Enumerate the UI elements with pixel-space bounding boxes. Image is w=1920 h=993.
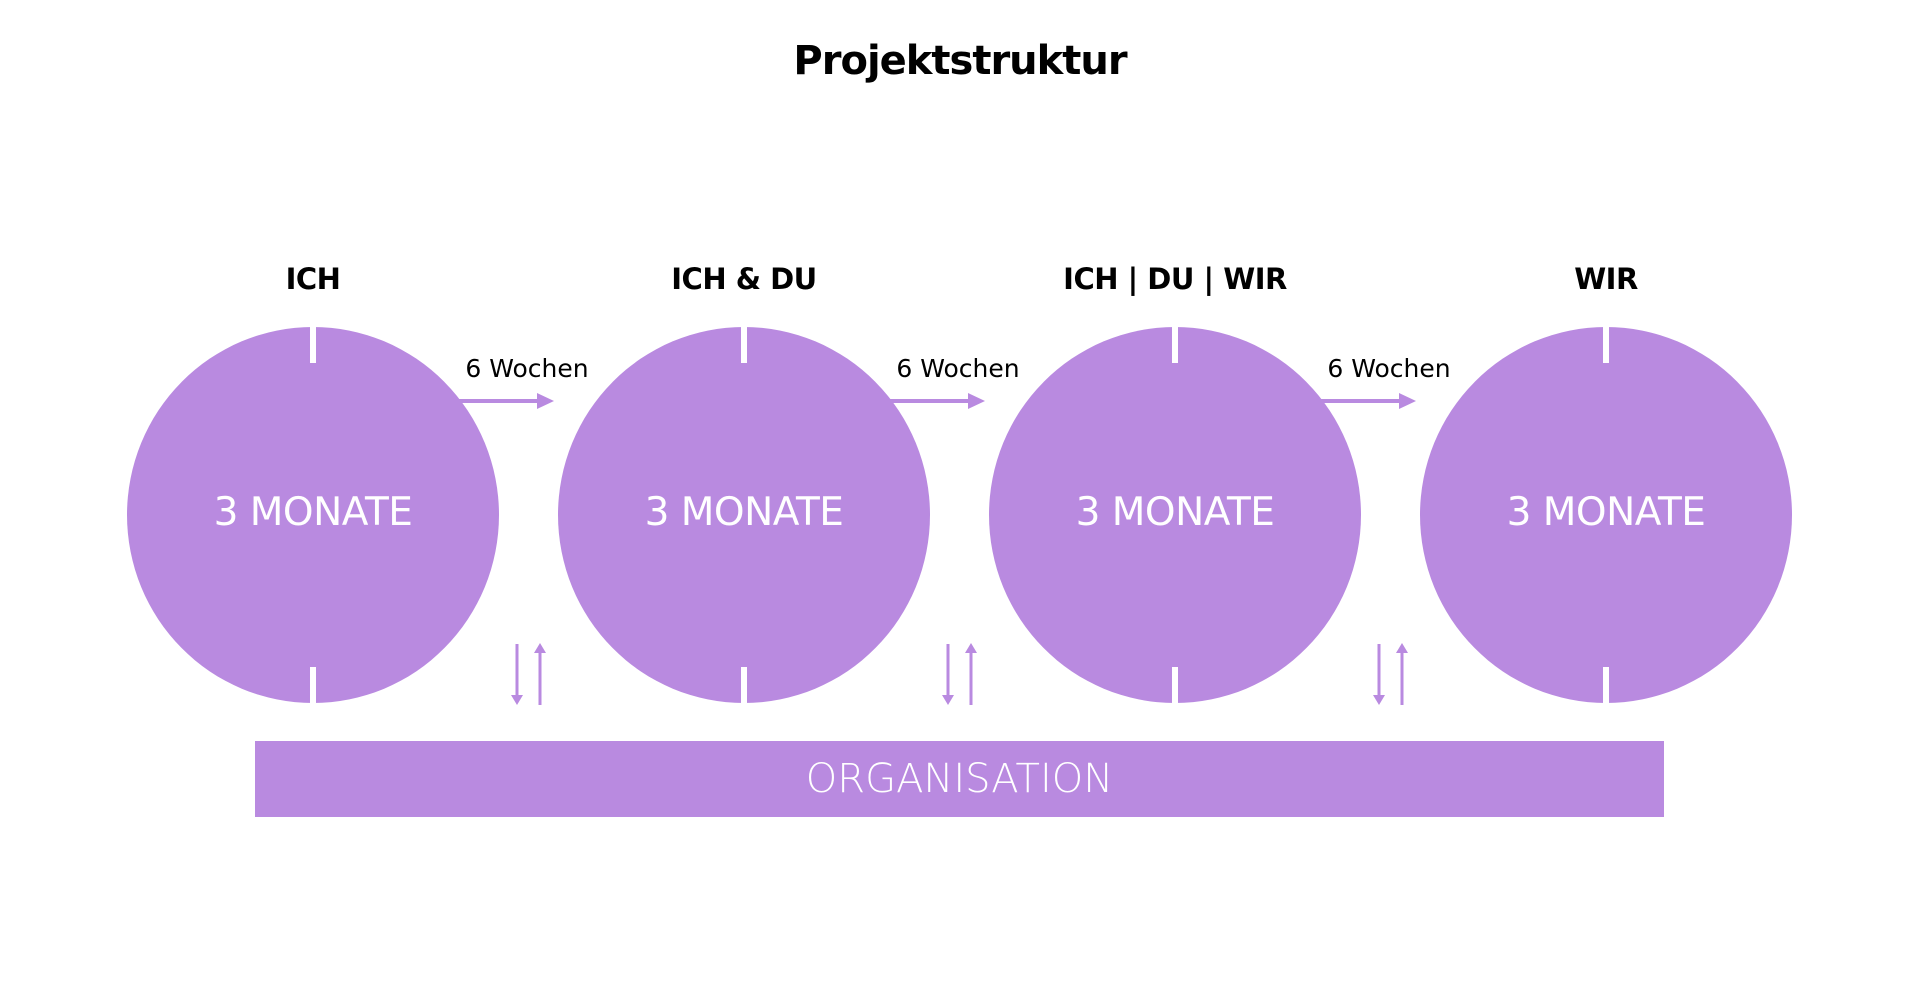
arrow-right-icon [889,393,985,409]
phase-duration: 3 MONATE [1506,490,1706,535]
tick-bottom [310,667,316,703]
phase-duration: 3 MONATE [1075,490,1275,535]
tick-top [1172,327,1178,363]
arrow-down-icon [1373,644,1385,705]
phase-circle-1: 3 MONATE [127,327,499,703]
phase-circle-3: 3 MONATE [989,327,1361,703]
phase-label-wir: WIR [1574,262,1638,296]
arrow-up-icon [965,643,977,705]
organisation-bar: ORGANISATION [255,741,1664,817]
transition-label-2: 6 Wochen [896,354,1020,383]
tick-top [310,327,316,363]
phase-circle-2: 3 MONATE [558,327,930,703]
tick-bottom [1172,667,1178,703]
transition-label-3: 6 Wochen [1327,354,1451,383]
arrow-right-icon [1320,393,1416,409]
arrow-right-icon [458,393,554,409]
arrow-up-icon [534,643,546,705]
tick-bottom [1603,667,1609,703]
phase-duration: 3 MONATE [644,490,844,535]
phase-duration: 3 MONATE [213,490,413,535]
transition-label-1: 6 Wochen [465,354,589,383]
arrow-down-icon [511,644,523,705]
tick-top [741,327,747,363]
phase-label-ich-du: ICH & DU [671,262,817,296]
phase-circle-4: 3 MONATE [1420,327,1792,703]
phase-label-ich: ICH [285,262,341,296]
arrow-up-icon [1396,643,1408,705]
tick-top [1603,327,1609,363]
tick-bottom [741,667,747,703]
arrow-down-icon [942,644,954,705]
phase-label-ich-du-wir: ICH | DU | WIR [1063,262,1287,296]
diagram-title: Projektstruktur [793,38,1127,84]
